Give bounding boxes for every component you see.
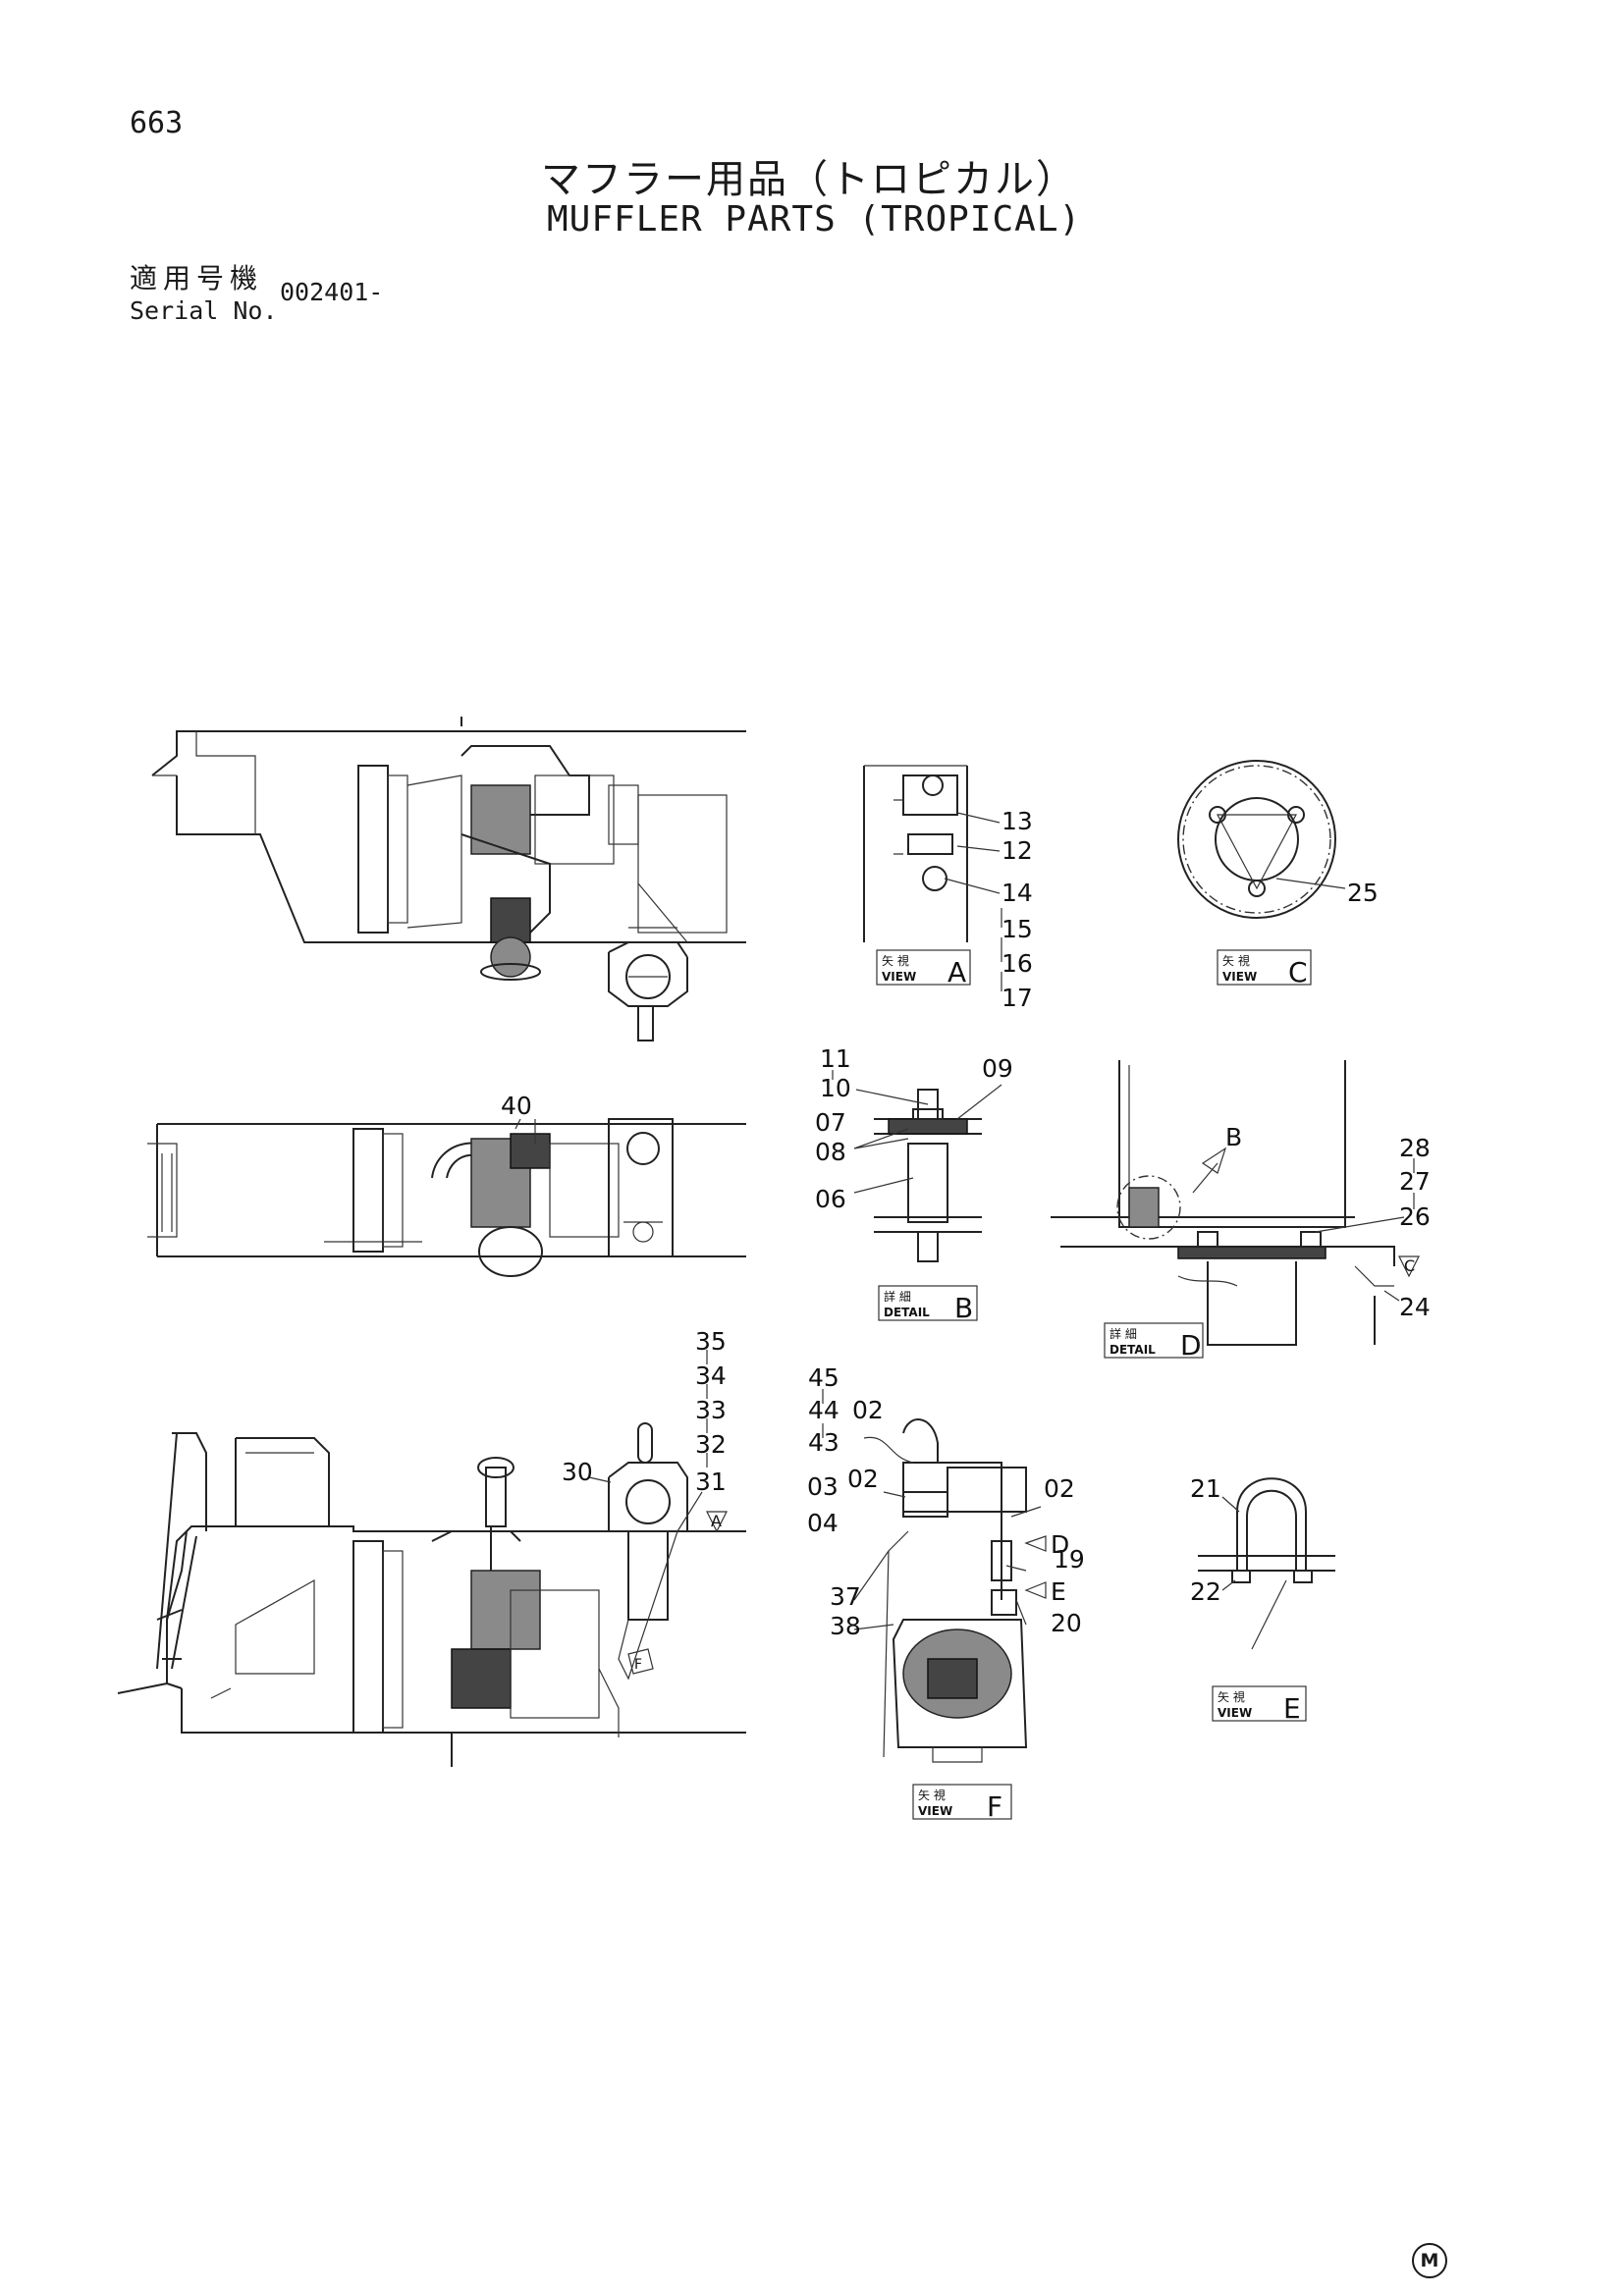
callout-15: 15 — [1001, 915, 1033, 943]
side-view-top — [151, 717, 746, 1041]
direction-markers — [627, 1147, 1420, 1675]
detail-label-d: 詳 細 DETAIL D — [1104, 1322, 1204, 1362]
view-c-drawing — [1177, 760, 1336, 919]
svg-text:A: A — [947, 956, 966, 988]
svg-text:VIEW: VIEW — [882, 970, 916, 984]
callout-07: 07 — [815, 1108, 846, 1137]
leader-lines — [534, 812, 1415, 1630]
view-label-e: 矢 視 VIEW E — [1212, 1685, 1307, 1725]
marker-b: B — [1225, 1123, 1242, 1151]
svg-text:E: E — [1283, 1692, 1301, 1725]
callout-11: 11 — [820, 1044, 851, 1073]
marker-a: A — [711, 1512, 722, 1530]
callout-45: 45 — [808, 1363, 839, 1392]
callout-35: 35 — [695, 1327, 727, 1356]
callout-21: 21 — [1190, 1474, 1221, 1503]
callout-44: 44 — [808, 1396, 839, 1424]
callout-34: 34 — [695, 1362, 727, 1390]
callout-28: 28 — [1399, 1134, 1431, 1162]
svg-text:矢 視: 矢 視 — [882, 953, 909, 968]
callout-24: 24 — [1399, 1293, 1431, 1321]
page-number: 663 — [130, 106, 184, 140]
callout-09: 09 — [982, 1054, 1013, 1083]
callout-06: 06 — [815, 1185, 846, 1213]
callout-37: 37 — [830, 1582, 861, 1611]
marker-e: E — [1051, 1577, 1066, 1606]
svg-text:F: F — [987, 1790, 1002, 1823]
callout-25: 25 — [1347, 879, 1379, 907]
svg-text:VIEW: VIEW — [918, 1804, 952, 1818]
title-english: MUFFLER PARTS (TROPICAL) — [547, 199, 1082, 240]
svg-text:DETAIL: DETAIL — [884, 1306, 930, 1319]
callout-27: 27 — [1399, 1167, 1431, 1196]
view-f-drawing — [883, 1418, 1028, 1763]
callout-02-top: 02 — [852, 1396, 884, 1424]
callout-31: 31 — [695, 1468, 727, 1496]
svg-text:詳 細: 詳 細 — [1110, 1326, 1137, 1341]
view-label-a: 矢 視 VIEW A — [876, 949, 971, 988]
manufacturer-mark: M — [1412, 2243, 1447, 2278]
callout-04: 04 — [807, 1509, 839, 1537]
svg-text:C: C — [1288, 956, 1308, 988]
svg-text:B: B — [954, 1292, 973, 1324]
callout-26: 26 — [1399, 1202, 1431, 1231]
callout-13: 13 — [1001, 807, 1033, 835]
callout-30: 30 — [562, 1458, 593, 1486]
callout-03: 03 — [807, 1472, 839, 1501]
marker-f: F — [634, 1657, 642, 1673]
detail-b-drawing — [874, 1089, 982, 1262]
marker-c: C — [1404, 1256, 1415, 1275]
serial-label-english: Serial No. — [130, 296, 278, 325]
callout-12: 12 — [1001, 836, 1033, 865]
callout-02-right: 02 — [1044, 1474, 1075, 1503]
view-e-drawing — [1198, 1477, 1335, 1650]
svg-text:VIEW: VIEW — [1222, 970, 1257, 984]
callout-43: 43 — [808, 1428, 839, 1457]
callout-32: 32 — [695, 1430, 727, 1459]
svg-text:矢 視: 矢 視 — [1222, 953, 1250, 968]
callout-17: 17 — [1001, 984, 1033, 1012]
view-a-drawing — [863, 765, 968, 942]
detail-d-drawing — [1051, 1060, 1395, 1346]
marker-d: D — [1051, 1530, 1069, 1559]
callout-19: 19 — [1054, 1545, 1085, 1574]
top-view-middle — [147, 1118, 746, 1277]
callout-33: 33 — [695, 1396, 727, 1424]
callout-38: 38 — [830, 1612, 861, 1640]
svg-text:DETAIL: DETAIL — [1110, 1343, 1156, 1357]
callout-40: 40 — [501, 1092, 532, 1120]
svg-text:D: D — [1180, 1329, 1202, 1362]
svg-text:VIEW: VIEW — [1218, 1706, 1252, 1720]
detail-label-b: 詳 細 DETAIL B — [878, 1285, 978, 1324]
callout-10: 10 — [820, 1074, 851, 1102]
callout-labels: 13 12 14 15 16 17 25 11 10 09 07 08 06 4… — [501, 807, 1431, 1673]
callout-02-left: 02 — [847, 1465, 879, 1493]
callout-16: 16 — [1001, 949, 1033, 978]
serial-number-value: 002401- — [280, 278, 384, 306]
side-view-bottom — [117, 1422, 746, 1767]
callout-20: 20 — [1051, 1609, 1082, 1637]
serial-label-japanese: 適用号機 — [130, 262, 264, 294]
svg-text:矢 視: 矢 視 — [918, 1788, 946, 1802]
title-japanese: マフラー用品（トロピカル） — [541, 157, 1077, 202]
svg-text:詳 細: 詳 細 — [884, 1289, 911, 1304]
callout-08: 08 — [815, 1138, 846, 1166]
callout-14: 14 — [1001, 879, 1033, 907]
view-label-f: 矢 視 VIEW F — [912, 1784, 1012, 1823]
view-label-c: 矢 視 VIEW C — [1217, 949, 1312, 988]
svg-text:矢 視: 矢 視 — [1218, 1689, 1245, 1704]
callout-22: 22 — [1190, 1577, 1221, 1606]
